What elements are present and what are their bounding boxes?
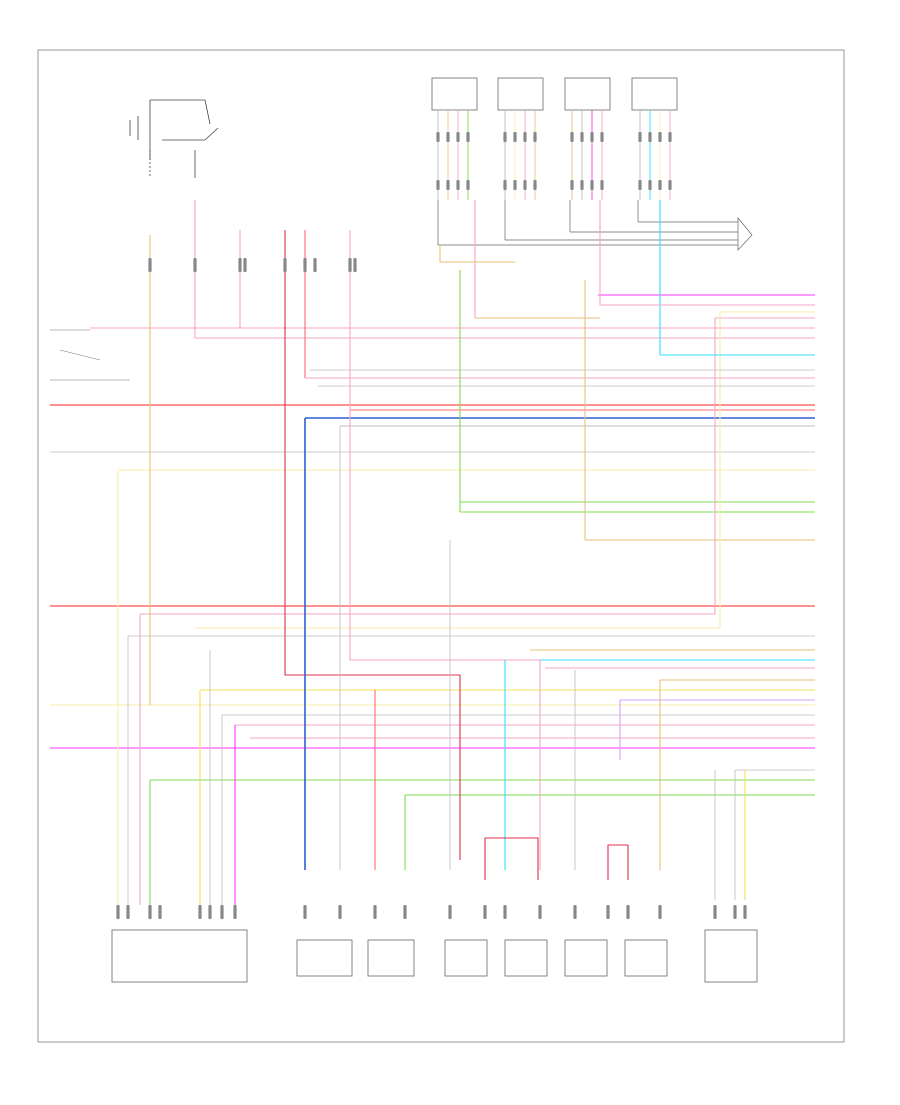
- bottom-terminal-11: [403, 905, 407, 919]
- wire-v-pink-350: [349, 230, 541, 870]
- component-box-1: [111, 929, 248, 983]
- mid-terminal-8: [353, 258, 357, 272]
- bottom-terminal-14: [503, 905, 507, 919]
- top-terminal-a-15: [668, 132, 672, 142]
- top-terminal-a-11: [600, 132, 604, 142]
- top-terminal-a-13: [648, 132, 652, 142]
- top-terminal-b-2: [456, 180, 460, 190]
- junction-fan: [437, 200, 753, 251]
- component-box-3: [367, 939, 415, 977]
- component-box-2: [296, 939, 353, 977]
- mid-terminal-7: [348, 258, 352, 272]
- top-terminal-b-9: [580, 180, 584, 190]
- top-terminal-b-5: [513, 180, 517, 190]
- top-terminal-b-14: [658, 180, 662, 190]
- top-terminal-b-8: [570, 180, 574, 190]
- bottom-terminal-18: [626, 905, 630, 919]
- wire-v-red-loop-2: [607, 844, 629, 880]
- wire-pink-3: [140, 317, 815, 615]
- mid-terminal-2: [238, 258, 242, 272]
- bottom-terminal-16: [573, 905, 577, 919]
- component-box-6: [704, 929, 758, 983]
- top-terminal-b-12: [638, 180, 642, 190]
- bottom-components: [111, 929, 758, 983]
- bottom-terminal-9: [338, 905, 342, 919]
- top-terminal-a-10: [590, 132, 594, 142]
- top-terminal-a-3: [466, 132, 470, 142]
- top-terminal-b-7: [533, 180, 537, 190]
- top-terminal-a-5: [513, 132, 517, 142]
- mid-terminal-1: [193, 258, 197, 272]
- wire-light-yellow-2: [195, 311, 815, 629]
- bottom-terminal-5: [208, 905, 212, 919]
- bottom-terminal-19: [658, 905, 662, 919]
- top-terminal-b-15: [668, 180, 672, 190]
- bottom-terminal-10: [373, 905, 377, 919]
- bottom-terminal-12: [448, 905, 452, 919]
- mid-terminal-5: [303, 258, 307, 272]
- bottom-terminal-20: [713, 905, 717, 919]
- bottom-terminal-3: [158, 905, 162, 919]
- top-terminal-a-0: [436, 132, 440, 142]
- top-connector-blocks: [431, 77, 678, 111]
- top-terminal-b-4: [503, 180, 507, 190]
- wire-v-tan-440: [439, 245, 515, 263]
- wire-v-red-285: [284, 230, 461, 860]
- top-terminal-a-4: [503, 132, 507, 142]
- top-terminal-b-6: [523, 180, 527, 190]
- top-terminal-a-8: [570, 132, 574, 142]
- top-terminal-b-0: [436, 180, 440, 190]
- bottom-terminal-6: [220, 905, 224, 919]
- mid-terminal-0: [148, 258, 152, 272]
- bottom-terminal-17: [606, 905, 610, 919]
- top-terminal-b-10: [590, 180, 594, 190]
- bottom-terminal-7: [233, 905, 237, 919]
- component-box-5a: [564, 939, 608, 977]
- wire-layer: [50, 110, 815, 905]
- left-side-labels: [50, 329, 130, 381]
- top-terminal-a-12: [638, 132, 642, 142]
- component-box-5b: [624, 939, 668, 977]
- bottom-terminal-0: [116, 905, 120, 919]
- top-terminal-b-13: [648, 180, 652, 190]
- connector-layer: [116, 132, 747, 919]
- mid-terminal-6: [313, 258, 317, 272]
- component-box-4b: [504, 939, 548, 977]
- top-terminal-a-9: [580, 132, 584, 142]
- bottom-terminal-15: [538, 905, 542, 919]
- mid-terminal-4: [283, 258, 287, 272]
- wire-v-pink-600: [599, 200, 815, 306]
- bottom-terminal-21: [733, 905, 737, 919]
- relay-switch: [129, 99, 219, 178]
- top-terminal-b-3: [466, 180, 470, 190]
- bottom-terminal-13: [483, 905, 487, 919]
- mid-terminal-3: [243, 258, 247, 272]
- top-terminal-a-1: [446, 132, 450, 142]
- bottom-terminal-2: [148, 905, 152, 919]
- component-box-4a: [444, 939, 488, 977]
- bottom-terminal-8: [303, 905, 307, 919]
- bottom-terminal-1: [126, 905, 130, 919]
- top-terminal-a-7: [533, 132, 537, 142]
- top-terminal-a-14: [658, 132, 662, 142]
- top-terminal-a-2: [456, 132, 460, 142]
- bottom-terminal-4: [198, 905, 202, 919]
- top-terminal-b-1: [446, 180, 450, 190]
- wire-v-red-loop: [484, 837, 539, 880]
- diagram-border: [37, 49, 845, 1043]
- top-terminal-a-6: [523, 132, 527, 142]
- bottom-terminal-22: [743, 905, 747, 919]
- top-terminal-b-11: [600, 180, 604, 190]
